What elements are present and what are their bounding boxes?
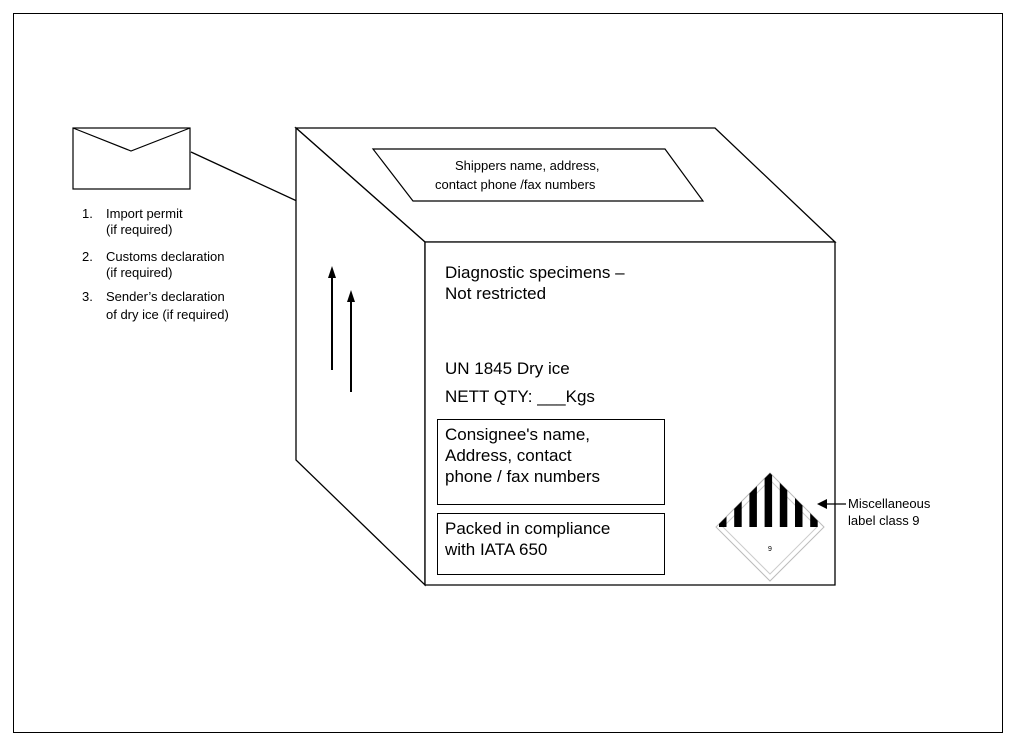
hazard-stripe <box>764 473 773 527</box>
consignee-line1: Consignee's name, <box>445 425 590 444</box>
hazard-stripe <box>779 473 788 527</box>
hazard-class-number: 9 <box>768 546 772 553</box>
diagnostic-line1: Diagnostic specimens – <box>445 263 625 282</box>
shipper-label-line1: Shippers name, address, <box>455 158 600 173</box>
consignee-box: Consignee's name, Address, contact phone… <box>437 419 665 505</box>
envelope-icon <box>72 127 191 190</box>
diagnostic-line2: Not restricted <box>445 284 547 303</box>
hazard-stripe <box>749 473 757 527</box>
list-item-3-line1: 3.Sender’s declaration <box>82 289 225 304</box>
compliance-line2: with IATA 650 <box>445 540 548 559</box>
un-number-line: UN 1845 Dry ice <box>445 359 570 378</box>
nett-qty-line: NETT QTY: ___Kgs <box>445 387 595 406</box>
shipper-label-line2: contact phone /fax numbers <box>435 177 596 192</box>
consignee-line2: Address, contact <box>445 446 572 465</box>
iata-compliance-box: Packed in compliance with IATA 650 <box>437 513 665 575</box>
this-way-up-arrows <box>328 266 355 392</box>
list-item-1-line1: 1.Import permit <box>82 206 183 221</box>
hazard-pointer-arrow <box>817 499 846 509</box>
list-item-3-line2: of dry ice (if required) <box>106 307 229 322</box>
list-item-2-line2: (if required) <box>106 265 173 280</box>
shipper-label-box <box>371 148 705 202</box>
hazard-caption-line2: label class 9 <box>848 513 920 528</box>
package-diagram: 9 <box>72 126 846 587</box>
hazard-caption-line1: Miscellaneous <box>848 496 931 511</box>
list-item-1-line2: (if required) <box>106 222 173 237</box>
list-item-2-line1: 2.Customs declaration <box>82 249 225 264</box>
consignee-line3: phone / fax numbers <box>445 467 600 486</box>
compliance-line1: Packed in compliance <box>445 519 611 538</box>
